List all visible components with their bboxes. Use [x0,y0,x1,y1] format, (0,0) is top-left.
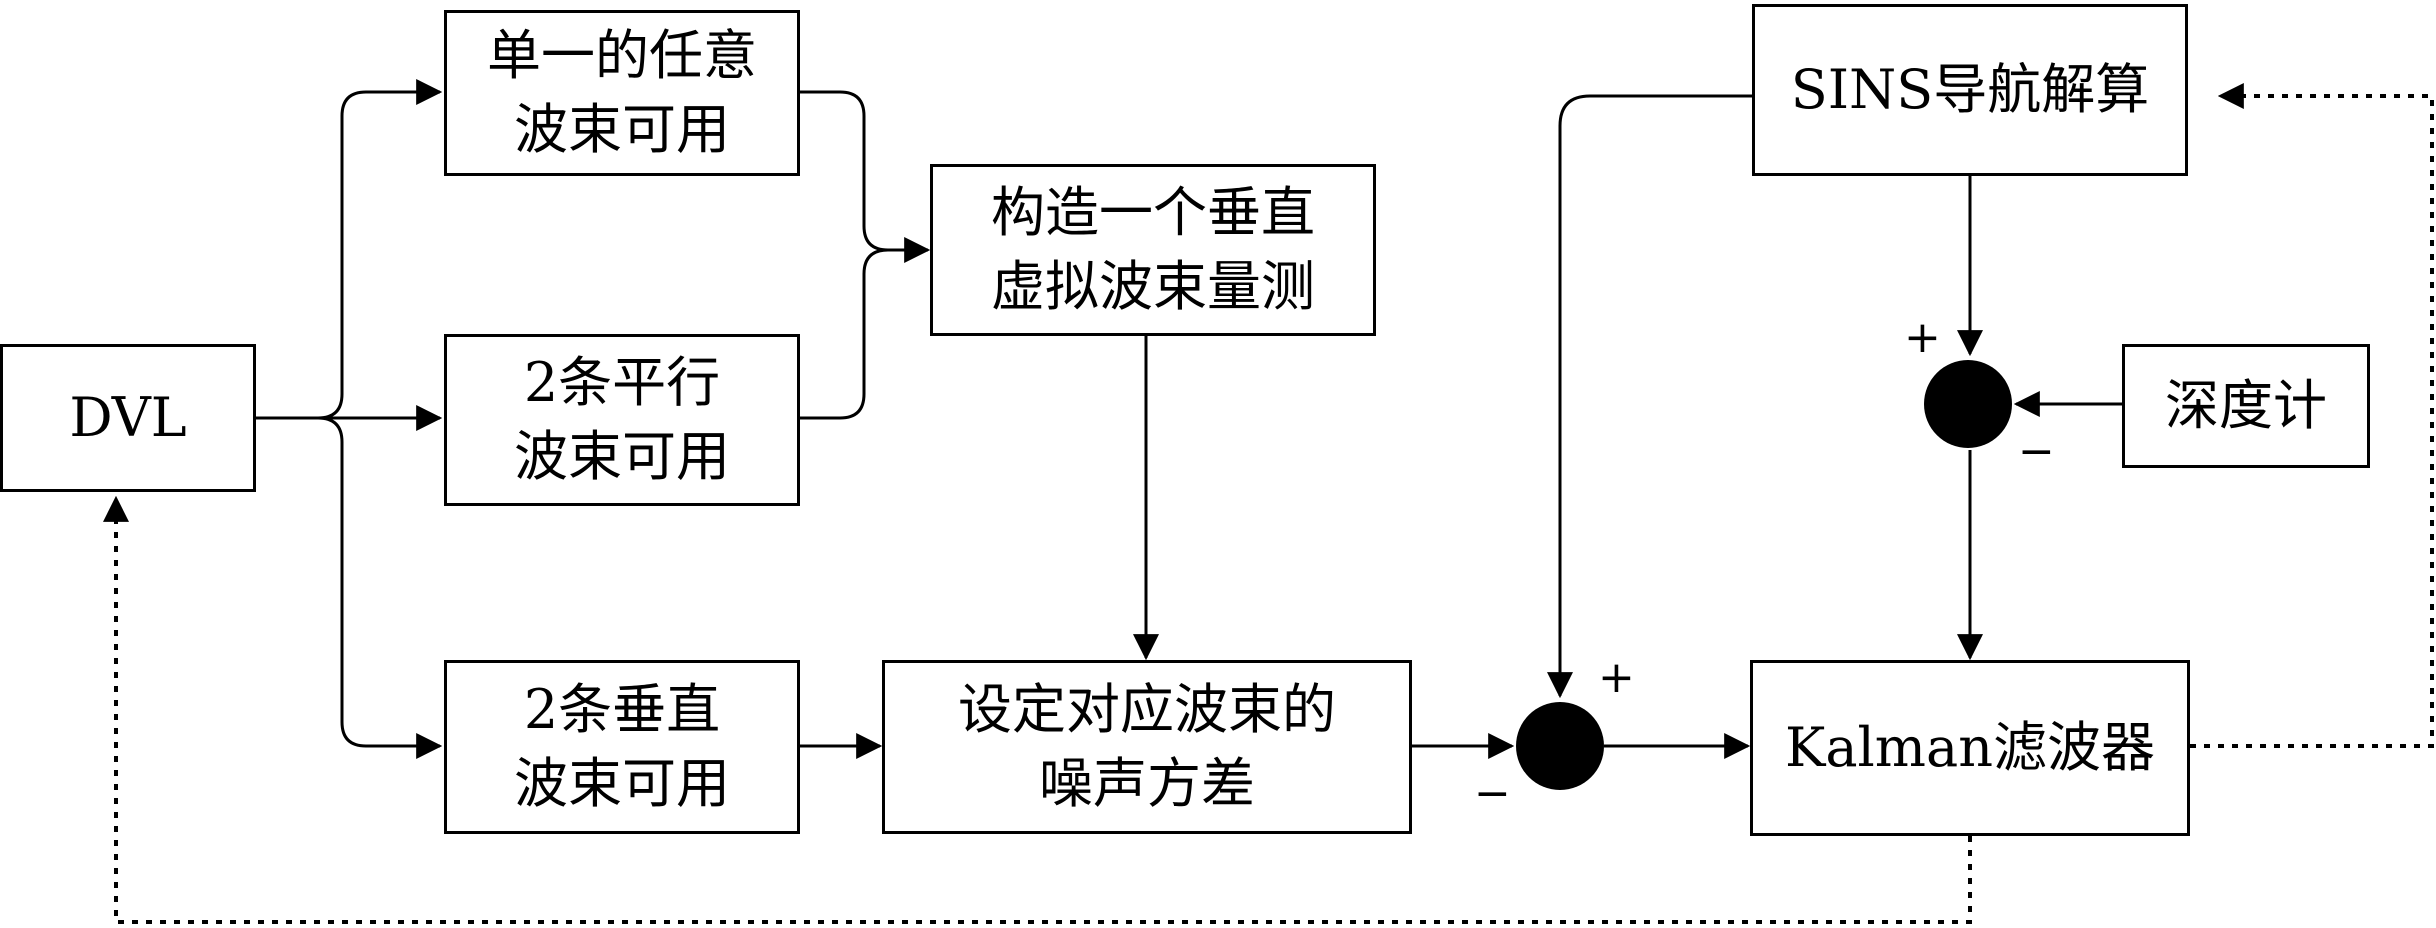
vertical-beams-box: 2条垂直 波束可用 [444,660,800,834]
noise-variance-line-2: 噪声方差 [1039,752,1255,815]
lower-sum-minus-sign: − [1474,768,1511,819]
edge-parallel-beams-to-merge [800,248,889,420]
upper-sum-minus-sign: − [2018,426,2055,477]
vertical-beams-line-2: 波束可用 [514,752,730,815]
feedback-kalman-to-sins [2190,83,2434,748]
lower-summing-junction [1516,702,1604,790]
depth-gauge-label: 深度计 [2165,374,2327,437]
single-beam-line-2: 波束可用 [514,98,730,161]
edge-sins-to-lower-sum [1547,94,1752,699]
noise-variance-box: 设定对应波束的 噪声方差 [882,660,1412,834]
edge-single-beam-to-merge [800,90,889,252]
upper-sum-plus-sign: + [1904,312,1941,363]
single-beam-line-1: 单一的任意 [487,24,757,87]
noise-variance-line-1: 设定对应波束的 [958,678,1336,741]
sins-box: SINS导航解算 [1752,4,2188,176]
virtual-beam-line-1: 构造一个垂直 [991,181,1315,244]
feedback-kalman-to-dvl [103,495,1972,924]
vertical-beams-line-1: 2条垂直 [523,678,721,741]
sins-label: SINS导航解算 [1790,58,2150,121]
upper-summing-junction [1924,360,2012,448]
virtual-beam-line-2: 虚拟波束量测 [991,255,1315,318]
parallel-beams-box: 2条平行 波束可用 [444,334,800,506]
kalman-box: Kalman滤波器 [1750,660,2190,836]
virtual-beam-box: 构造一个垂直 虚拟波束量测 [930,164,1376,336]
edge-dvl-to-vertical-beams [317,416,443,759]
edge-dvl-to-single-beam [255,79,443,420]
single-beam-box: 单一的任意 波束可用 [444,10,800,176]
parallel-beams-line-1: 2条平行 [523,351,721,414]
parallel-beams-line-2: 波束可用 [514,425,730,488]
lower-sum-plus-sign: + [1598,652,1635,703]
kalman-label: Kalman滤波器 [1785,716,2155,779]
dvl-label: DVL [69,386,187,449]
dvl-box: DVL [0,344,256,492]
depth-gauge-box: 深度计 [2122,344,2370,468]
